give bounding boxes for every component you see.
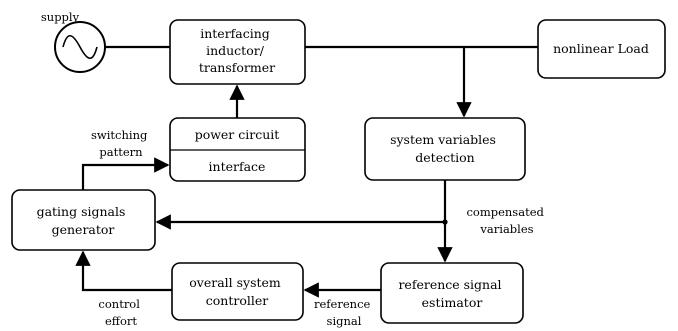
control-effort-arrow [75,250,172,292]
svg-text:system variables detecti: system variables detection [390,132,500,165]
svg-text:reference signal estimat: reference signal estimator [398,277,505,310]
estimator-label-line2: estimator [422,295,483,310]
nonlinear-load-label: nonlinear Load [553,41,649,56]
reference-label-line2: signal [327,314,362,328]
detection-label-line2: detection [415,150,474,165]
svg-text:switching pattern: switching pattern [91,128,151,159]
detection-label-line1: system variables [390,132,496,147]
control-effort-label-line1: control [98,297,140,311]
switching-label-line2: pattern [99,145,143,159]
gating-generator-block: gating signals generator [11,189,156,251]
switching-pattern-arrow [81,157,170,190]
interfacing-block: interfacing inductor/ transformer [169,19,306,85]
svg-text:overall system controlle: overall system controller [189,275,285,308]
compensated-label-line2: variables [479,222,533,236]
junction-dot [442,219,448,225]
compensated-label-line1: compensated [466,205,544,219]
gating-label-line1: gating signals [37,204,126,219]
controller-label-line2: controller [206,293,268,308]
sine-wave-icon [62,34,98,60]
power-circuit-block: power circuit interface [169,117,306,182]
reference-label-line1: reference [314,297,371,311]
switching-label-line1: switching [91,128,148,142]
interfacing-label-line1: interfacing [200,26,270,41]
svg-text:gating signals generator: gating signals generator [37,204,130,237]
svg-text:compensated variables: compensated variables [466,205,547,236]
controller-block: overall system controller [171,262,304,321]
controller-label-line1: overall system [189,275,281,290]
control-effort-label-line2: effort [105,314,137,328]
supply-source: supply [41,10,106,73]
supply-label: supply [41,10,80,24]
interfacing-label-line2: inductor/ [206,43,265,58]
detection-block: system variables detection [364,117,526,181]
interface-label: interface [209,159,266,174]
nonlinear-load-block: nonlinear Load [537,19,666,79]
estimator-label-line1: reference signal [398,277,501,292]
svg-text:control effort: control effort [98,297,143,328]
gating-label-line2: generator [52,222,115,237]
interfacing-label-line3: transformer [199,60,275,75]
power-circuit-label: power circuit [195,127,280,142]
estimator-block: reference signal estimator [380,262,524,324]
svg-text:reference signal: reference signal [314,297,374,328]
svg-text:interfacing inductor/: interfacing inductor/ transformer [199,26,275,75]
